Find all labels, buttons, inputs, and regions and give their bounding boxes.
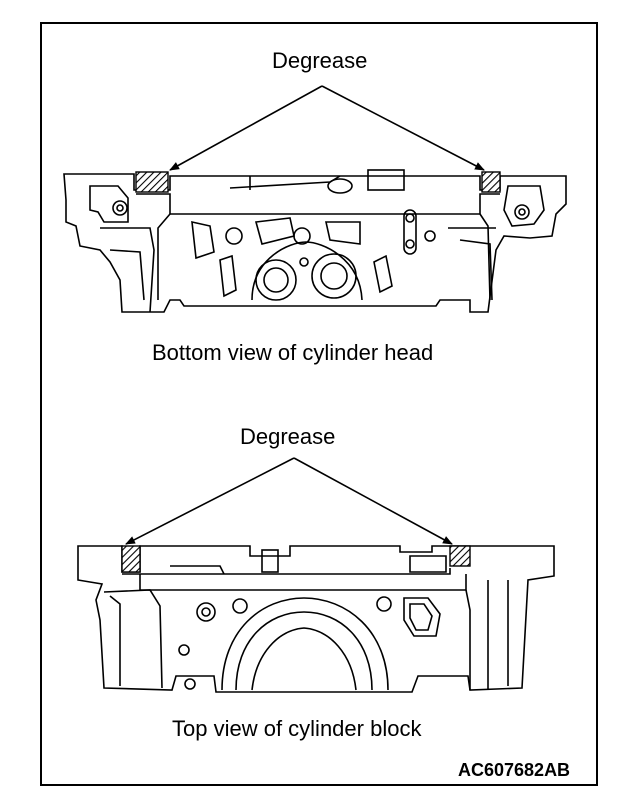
cylinder-block-drawing xyxy=(77,545,555,693)
head-degrease-callout: Degrease xyxy=(272,48,368,73)
head-degrease-zone-left xyxy=(135,171,169,193)
head-degrease-zone-right xyxy=(481,171,501,193)
figure-code: AC607682AB xyxy=(458,760,571,780)
block-degrease-zone-right xyxy=(449,545,471,567)
head-caption: Bottom view of cylinder head xyxy=(152,340,434,365)
head-arrow-left xyxy=(169,85,323,171)
block-caption: Top view of cylinder block xyxy=(172,716,422,741)
block-degrease-callout: Degrease xyxy=(240,424,336,449)
cylinder-head-drawing xyxy=(63,169,567,313)
figure-frame xyxy=(40,22,598,786)
head-arrow-right xyxy=(321,85,485,171)
block-arrow-right xyxy=(293,457,453,545)
block-degrease-zone-left xyxy=(121,545,141,573)
block-arrow-left xyxy=(125,457,295,545)
